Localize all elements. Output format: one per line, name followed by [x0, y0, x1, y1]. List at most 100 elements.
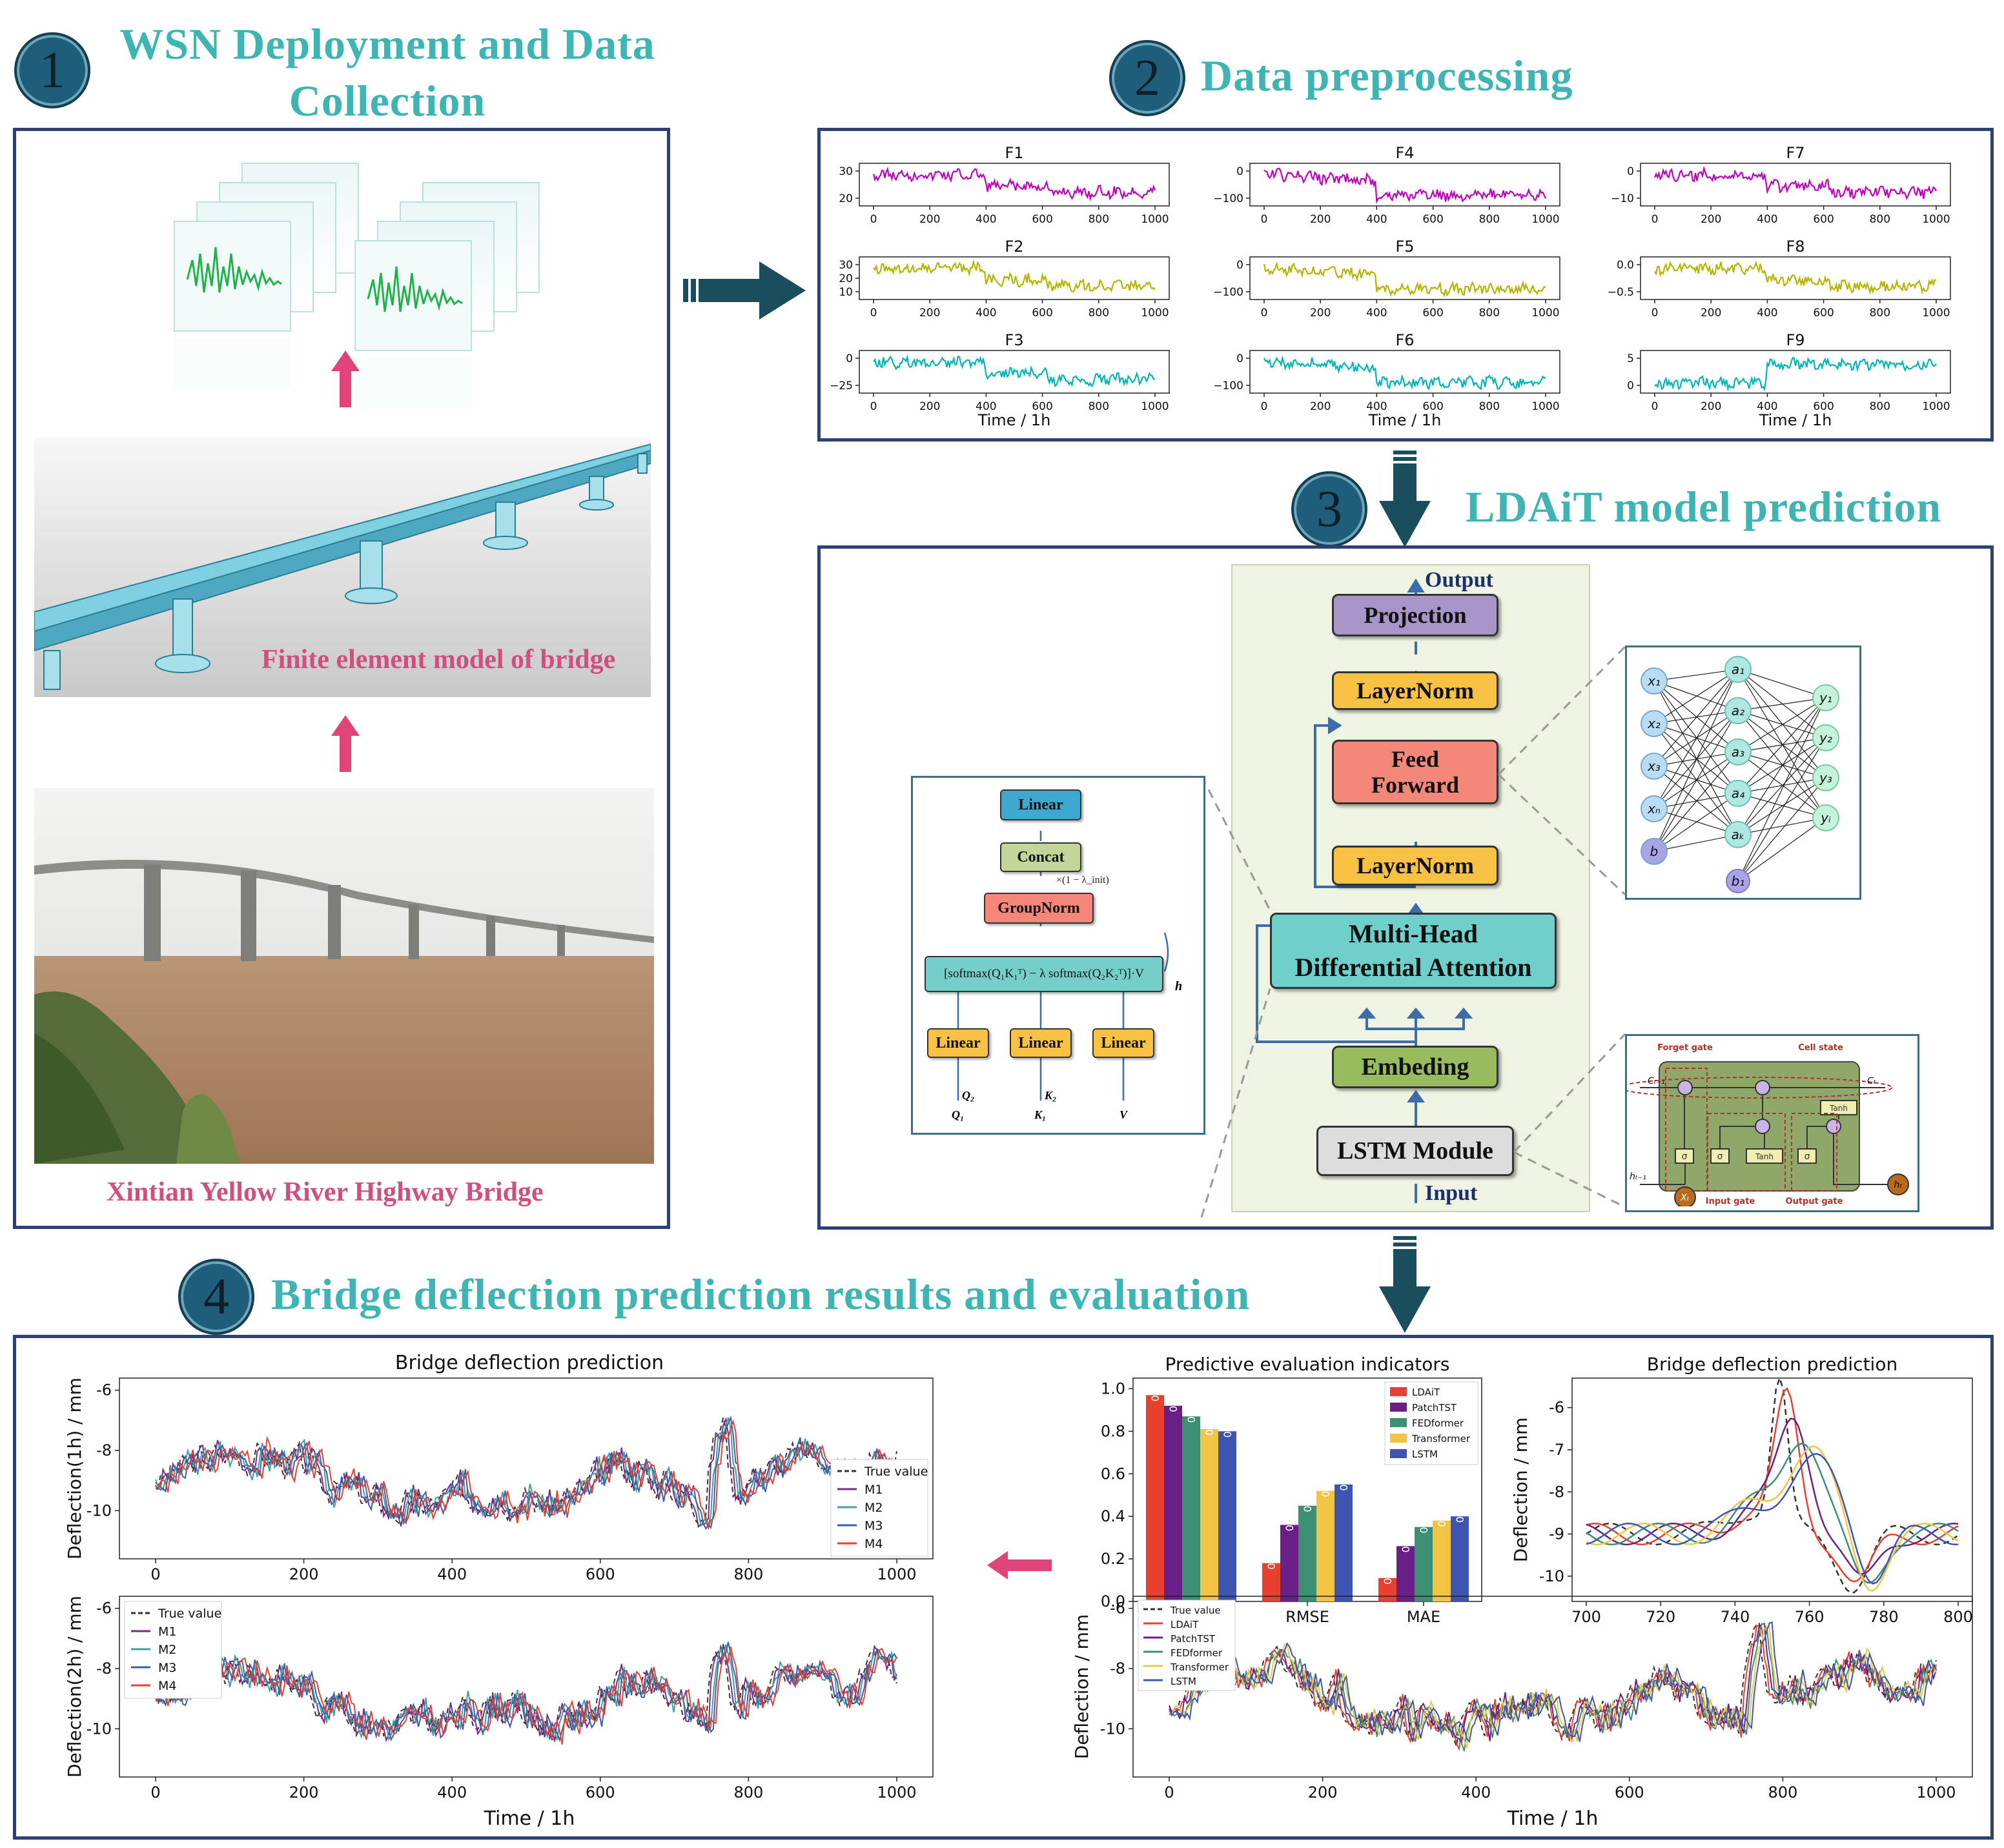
feature-ytick: −0.5 — [1608, 286, 1634, 299]
bar-value-label: 0.92 — [1167, 1389, 1180, 1412]
layernorm-top-block: LayerNorm — [1332, 671, 1498, 710]
feature-xtick: 1000 — [1531, 307, 1559, 320]
feature-xlabel: Time / 1h — [1759, 411, 1832, 429]
bar-category-label: MAE — [1407, 1608, 1440, 1626]
mlp-input-node — [1641, 667, 1668, 695]
legend-label: M3 — [864, 1519, 883, 1533]
series-line-transformer — [1169, 1625, 1937, 1749]
attn-concat: Concat — [1000, 842, 1081, 872]
feature-ytick: 30 — [839, 165, 853, 178]
y-tick-label: 0.4 — [1101, 1507, 1125, 1525]
lstm-tanh-1: Tanh — [1755, 1152, 1774, 1161]
feature-xtick: 600 — [1813, 307, 1834, 320]
mlp-bias-node — [1726, 869, 1750, 893]
feature-xtick: 600 — [1422, 213, 1443, 226]
zoom-series-patchtst — [1586, 1417, 1959, 1575]
mlp-hidden-node — [1724, 697, 1752, 724]
feature-plot-frame — [859, 163, 1170, 207]
series-line-true-value — [1169, 1622, 1937, 1747]
mhda-line2: Differential Attention — [1294, 953, 1532, 982]
x-tick-label: 800 — [1768, 1783, 1797, 1802]
feature-ytick: 5 — [1627, 352, 1634, 365]
feature-ytick: 0 — [1627, 165, 1634, 178]
x-tick-label: 200 — [289, 1783, 319, 1802]
feature-xtick: 600 — [1422, 400, 1443, 413]
mlp-hidden-label: a₄ — [1732, 786, 1744, 801]
bar-ldait-mae — [1378, 1578, 1396, 1601]
frame-stack-right — [354, 182, 540, 409]
feed-forward-block: Feed Forward — [1332, 740, 1498, 804]
bar-value-label: 0.87 — [1185, 1400, 1198, 1423]
feature-xtick: 0 — [1651, 400, 1659, 413]
backbone-connectors — [1256, 578, 1473, 1203]
feature-xtick: 1000 — [1922, 307, 1950, 320]
feature-xtick: 1000 — [1141, 400, 1169, 413]
section-3-title: LDAiT model prediction — [1466, 482, 1942, 531]
x-tick-label: 740 — [1720, 1608, 1750, 1626]
mlp-hidden-node — [1724, 780, 1752, 807]
legend-label: Transformer — [1411, 1433, 1471, 1445]
section-1-title-line1: WSN Deployment and Data — [119, 19, 655, 68]
lstm-cell-state-label: Cell state — [1798, 1043, 1843, 1053]
feature-xtick: 0 — [1651, 213, 1659, 226]
lstm-forget-gate-label: Forget gate — [1657, 1043, 1713, 1053]
mlp-hidden-label: aₖ — [1732, 827, 1745, 842]
bar-lstm-r2 — [1218, 1431, 1236, 1601]
mlp-input-label: xₙ — [1647, 801, 1661, 817]
x-tick-label: 700 — [1571, 1608, 1601, 1626]
lstm-tanh-2: Tanh — [1829, 1104, 1848, 1113]
x-tick-label: 800 — [1943, 1608, 1973, 1626]
attn-input-k1: K₁ — [1034, 1108, 1047, 1121]
y-tick-label: -6 — [96, 1599, 112, 1618]
feature-ytick: −100 — [1213, 380, 1243, 392]
bar-value-label: 0.11 — [1382, 1561, 1394, 1585]
x-tick-label: 800 — [733, 1565, 763, 1583]
mlp-edges — [1653, 669, 1826, 882]
mlp-output-label: y₂ — [1819, 730, 1832, 746]
chart-evaluation-bars: Predictive evaluation indicators0.00.20.… — [1101, 1354, 1482, 1626]
y-tick-label: 0.2 — [1101, 1550, 1125, 1568]
mlp-hidden-label: a₃ — [1732, 744, 1744, 760]
attn-linear-q: Linear — [927, 1028, 989, 1058]
feature-xtick: 0 — [870, 307, 877, 320]
feature-xtick: 800 — [1479, 400, 1500, 413]
legend-label: PatchTST — [1412, 1402, 1457, 1414]
legend-label: M2 — [158, 1643, 176, 1657]
legend-box — [1138, 1599, 1236, 1691]
feature-ytick: −100 — [1213, 192, 1243, 205]
feature-xtick: 200 — [919, 400, 940, 413]
lstm-c-prev-label: Cₜ₋₁ — [1648, 1076, 1665, 1086]
feature-plot-title: F9 — [1786, 331, 1805, 349]
attn-h-label: h — [1175, 979, 1183, 993]
feature-xtick: 800 — [1870, 213, 1890, 226]
feature-ytick: 20 — [839, 272, 853, 285]
y-tick-label: -6 — [96, 1381, 112, 1399]
bar-value-label: 0.26 — [1400, 1530, 1412, 1553]
feature-xtick: 1000 — [1141, 213, 1169, 226]
mlp-hidden-label: a₂ — [1732, 703, 1744, 718]
legend-label: FEDformer — [1412, 1417, 1464, 1429]
lstm-sigma-1: σ — [1682, 1152, 1688, 1162]
feature-plot-frame — [1249, 350, 1560, 394]
section-1-title: WSN Deployment and Data Collection — [97, 15, 678, 129]
legend-label: FEDformer — [1171, 1647, 1223, 1659]
bridge-photo — [34, 788, 654, 1164]
y-tick-label: -10 — [87, 1501, 112, 1519]
feature-xtick: 200 — [1701, 400, 1721, 413]
lstm-cell: σ σ Tanh σ Tanh Forget gate Cell state — [1620, 1043, 1909, 1208]
mlp-input-node — [1641, 838, 1668, 865]
zoom-series-fedformer — [1586, 1442, 1959, 1584]
lstm-c-t-label: Cₜ — [1867, 1076, 1876, 1086]
feature-xtick: 400 — [1366, 400, 1387, 413]
bar-ldait-rmse — [1262, 1563, 1280, 1601]
series-line-true-value — [155, 1644, 897, 1741]
section-4-number: 4 — [178, 1259, 254, 1335]
bar-ldait-r2 — [1146, 1395, 1164, 1601]
feature-xtick: 200 — [919, 307, 940, 320]
